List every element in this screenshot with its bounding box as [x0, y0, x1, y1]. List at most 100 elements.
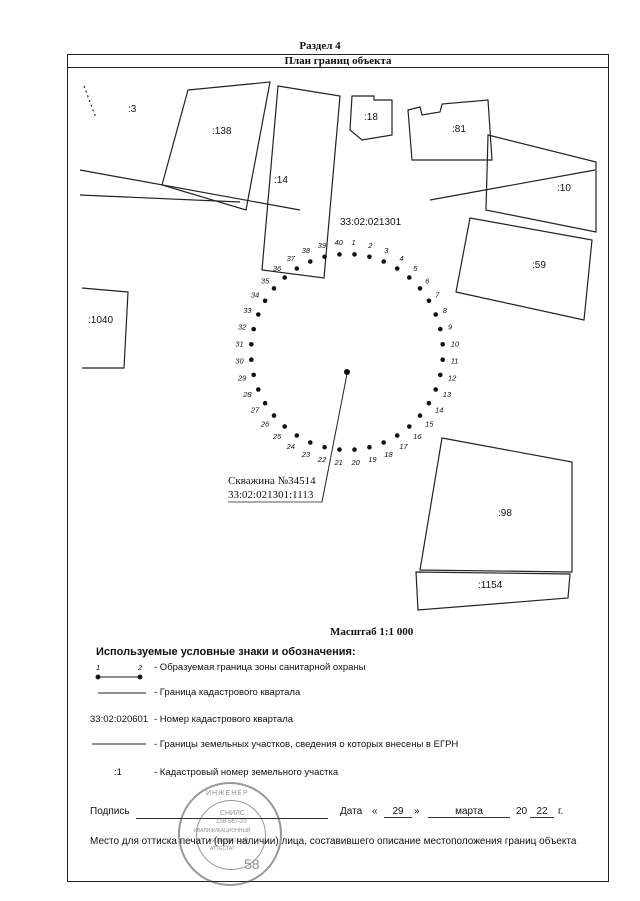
boundary-point	[282, 275, 288, 280]
parcel-label: :98	[498, 508, 512, 519]
parcel-label: :1040	[88, 315, 113, 326]
boundary-point-label: 24	[286, 442, 295, 451]
legend-item-parcel-boundaries: - Границы земельных участков, сведения о…	[154, 739, 459, 750]
seal-inner-ring	[196, 800, 266, 870]
date-open-quote: «	[372, 806, 378, 817]
boundary-point	[352, 252, 357, 257]
date-label: Дата	[340, 806, 363, 817]
parcel-14	[261, 85, 341, 279]
boundary-point-label: 10	[451, 339, 460, 348]
quarter-boundary-line	[429, 169, 596, 201]
section-label: Раздел 4	[299, 40, 341, 52]
well-marker	[344, 369, 350, 375]
boundary-point	[251, 326, 256, 332]
boundary-point-label: 40	[335, 238, 344, 247]
boundary-point-label: 38	[302, 246, 311, 255]
boundary-point	[407, 424, 412, 429]
boundary-point	[407, 275, 412, 280]
stamp-center-text: 158-567-20	[216, 819, 247, 825]
boundary-point	[262, 298, 268, 304]
parcel-3	[83, 85, 97, 119]
quarter-boundary-line	[79, 169, 301, 211]
date-month: марта	[428, 806, 510, 818]
parcel-1040	[81, 287, 129, 369]
boundary-point-label: 19	[368, 455, 377, 464]
parcel-138	[161, 81, 271, 211]
legend-point-a	[95, 674, 101, 680]
boundary-point	[322, 254, 327, 260]
boundary-point-label: 36	[273, 264, 282, 273]
boundary-point	[440, 342, 446, 347]
legend-point-label: 1	[96, 663, 100, 672]
boundary-point	[438, 372, 443, 378]
boundary-point-label: 5	[413, 264, 418, 273]
parcel-label: :138	[212, 126, 232, 137]
page-title: План границ объекта	[67, 54, 609, 68]
boundary-point-label: 14	[435, 406, 443, 415]
date-year: 22	[530, 806, 554, 818]
boundary-point	[433, 387, 439, 392]
boundary-point	[440, 357, 446, 363]
boundary-point-label: 17	[399, 442, 408, 451]
boundary-point	[308, 259, 313, 264]
boundary-point	[322, 444, 327, 450]
boundary-point-label: 2	[367, 241, 373, 250]
parcel-label: :3	[128, 104, 137, 115]
boundary-point	[262, 400, 268, 406]
boundary-point-label: 8	[443, 306, 448, 315]
boundary-point	[337, 447, 342, 452]
boundary-point-label: 26	[260, 420, 270, 429]
date-day: 29	[384, 806, 412, 818]
boundary-point	[337, 252, 342, 257]
legend-item-quarter-number: - Номер кадастрового квартала	[154, 714, 294, 725]
boundary-point	[417, 286, 423, 291]
stamp-center-text: АТТЕСТАТ	[210, 846, 235, 852]
parcel-label: :59	[532, 260, 546, 271]
boundary-point	[352, 447, 357, 452]
boundary-point-label: 4	[399, 254, 403, 263]
parcel-label: :1154	[478, 580, 503, 591]
parcel-81	[407, 99, 493, 161]
boundary-point-label: 6	[425, 277, 430, 286]
parcel-label: :81	[452, 124, 466, 135]
boundary-point	[308, 440, 313, 445]
boundary-point	[255, 312, 261, 317]
boundary-point-label: 3	[384, 246, 389, 255]
boundary-point	[438, 326, 443, 332]
stamp-ring-text: КАДАСТРОВЫЙ	[210, 838, 248, 844]
boundary-point-label: 37	[287, 254, 296, 263]
boundary-point-label: 39	[318, 241, 327, 250]
legend-item-zone-boundary: - Образуемая граница зоны санитарной охр…	[154, 662, 366, 673]
boundary-point-label: 27	[250, 406, 260, 415]
date-year-unit: г.	[558, 806, 564, 817]
parcel-label: :18	[364, 112, 378, 123]
boundary-point	[249, 357, 254, 363]
boundary-point	[294, 266, 300, 271]
parcel-59	[455, 217, 593, 321]
boundary-point	[394, 433, 400, 438]
well-cadastral-number: 33:02:021301:1113	[228, 489, 314, 501]
date-close-quote: »	[414, 806, 420, 817]
boundary-point	[255, 387, 261, 392]
boundary-point-label: 20	[351, 458, 361, 467]
boundary-point	[251, 372, 256, 378]
legend-point-b	[137, 674, 143, 680]
boundary-point	[367, 444, 372, 450]
boundary-point-label: 28	[242, 390, 252, 399]
boundary-point-label: 30	[235, 357, 244, 366]
parcel-18	[349, 95, 393, 141]
boundary-point-label: 21	[334, 458, 343, 467]
parcel-1154	[415, 571, 571, 611]
boundary-point	[417, 413, 423, 418]
boundary-point-label: 13	[443, 390, 452, 399]
boundary-point-label: 32	[238, 322, 247, 331]
boundary-point-label: 16	[413, 432, 422, 441]
stamp-number: 58	[244, 856, 260, 872]
parcel-label: :14	[274, 175, 288, 186]
boundary-point-label: 15	[425, 420, 434, 429]
signature-line	[136, 806, 328, 819]
parcel-98	[419, 437, 573, 573]
boundary-point	[294, 433, 300, 438]
boundary-point-label: 11	[451, 357, 459, 366]
